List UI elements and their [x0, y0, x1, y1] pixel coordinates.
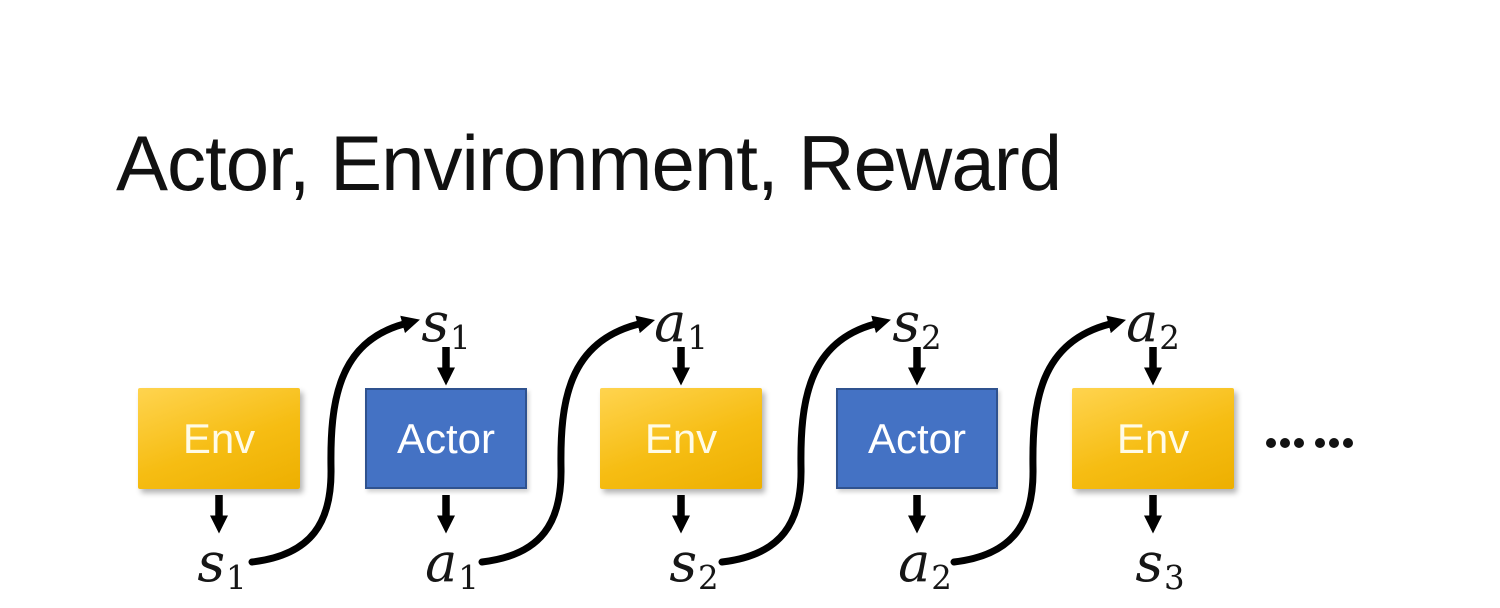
top-label-s1: s1	[401, 296, 491, 354]
top-label-s2-base: s	[892, 291, 921, 354]
top-label-s1-sub: 1	[450, 318, 471, 357]
ellipsis-dot	[1315, 438, 1325, 448]
env-box-2: Env	[600, 388, 762, 489]
bottom-label-s3-sub: 3	[1164, 558, 1185, 597]
bottom-label-s1: s1	[177, 536, 267, 594]
top-label-s1-base: s	[421, 291, 450, 354]
curve-s1-to-actor1	[248, 315, 420, 566]
env-box-1-label: Env	[182, 414, 256, 462]
bottom-label-a2: a2	[880, 536, 970, 594]
top-label-s2-sub: 2	[921, 318, 942, 357]
bottom-label-s3: s3	[1115, 536, 1205, 594]
bottom-label-s2-base: s	[669, 531, 698, 594]
actor-box-1-label: Actor	[396, 414, 496, 462]
env-box-2-label: Env	[644, 414, 718, 462]
curve-a2-to-env3	[950, 315, 1126, 566]
ellipsis-dot	[1343, 438, 1353, 448]
bottom-label-a2-sub: 2	[931, 558, 952, 597]
bottom-label-s2-sub: 2	[698, 558, 719, 597]
curve-a1-to-env2	[478, 315, 655, 566]
bottom-label-s1-base: s	[197, 531, 226, 594]
top-label-s2: s2	[872, 296, 962, 354]
ellipsis-dot	[1266, 438, 1276, 448]
top-label-a1-sub: 1	[687, 318, 708, 357]
actor-box-2: Actor	[836, 388, 998, 489]
bottom-label-s1-sub: 1	[226, 558, 247, 597]
bottom-label-a1-base: a	[425, 531, 458, 594]
ellipsis-dot	[1329, 438, 1339, 448]
top-label-a2-sub: 2	[1159, 318, 1180, 357]
bottom-label-s3-base: s	[1135, 531, 1164, 594]
bottom-label-a2-base: a	[898, 531, 931, 594]
bottom-label-s2: s2	[649, 536, 739, 594]
bottom-label-a1: a1	[407, 536, 497, 594]
env-box-3-label: Env	[1116, 414, 1190, 462]
top-label-a1-base: a	[654, 291, 687, 354]
top-label-a2: a2	[1108, 296, 1198, 354]
curve-s2-to-actor2	[718, 315, 891, 566]
actor-box-2-label: Actor	[867, 414, 967, 462]
actor-box-1: Actor	[365, 388, 527, 489]
ellipsis-dots	[1266, 438, 1357, 448]
env-box-3: Env	[1072, 388, 1234, 489]
ellipsis-dot	[1294, 438, 1304, 448]
slide-title: Actor, Environment, Reward	[116, 119, 1062, 207]
bottom-label-a1-sub: 1	[458, 558, 479, 597]
top-label-a2-base: a	[1126, 291, 1159, 354]
env-box-1: Env	[138, 388, 300, 489]
top-label-a1: a1	[636, 296, 726, 354]
ellipsis-dot	[1280, 438, 1290, 448]
